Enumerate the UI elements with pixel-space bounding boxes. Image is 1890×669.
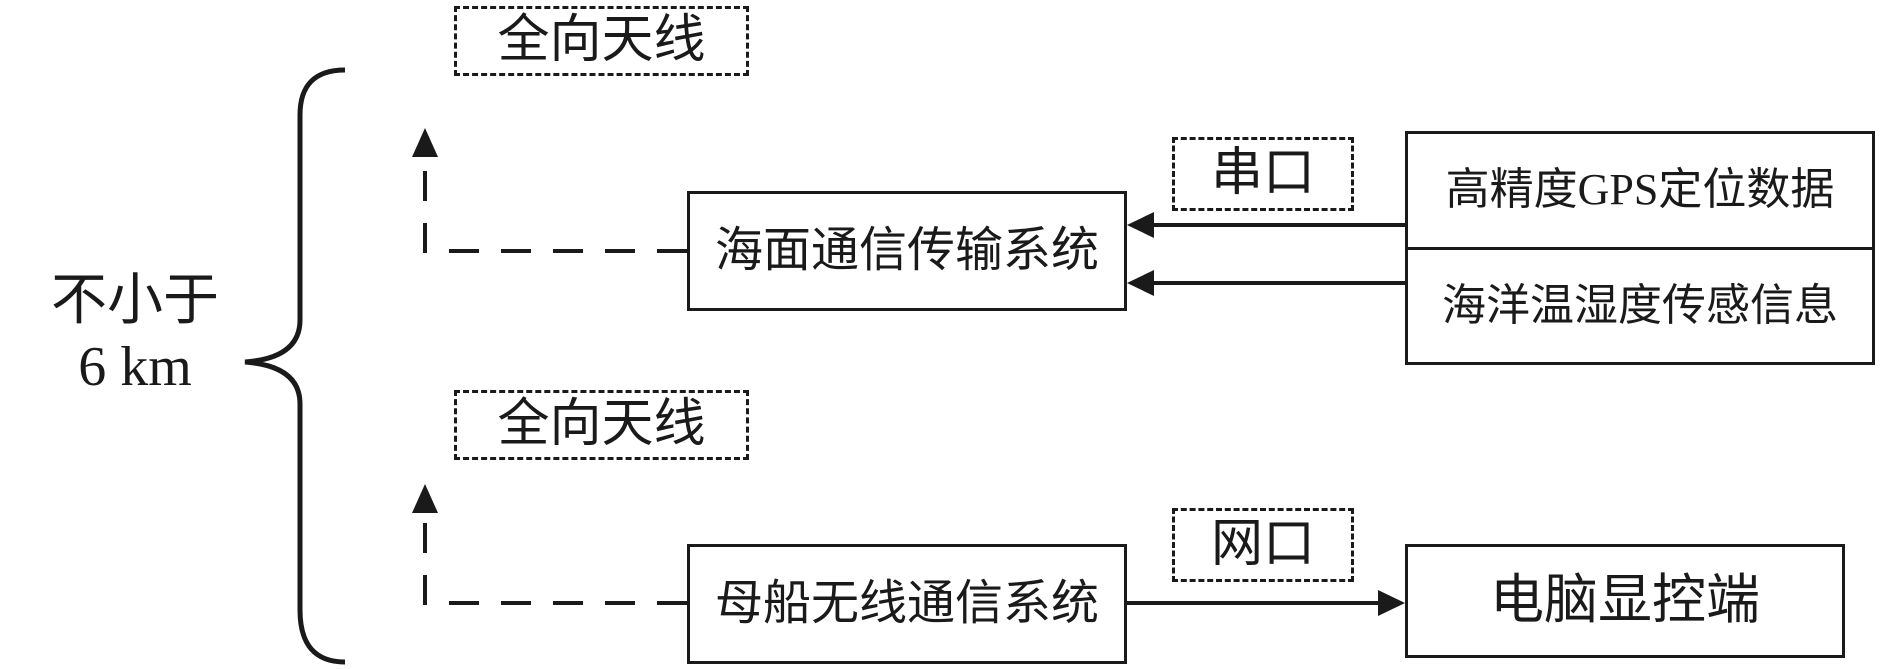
sea-to-antenna-dashed-arrow: [412, 128, 687, 253]
sea-surface-system-box: 海面通信传输系统: [687, 191, 1127, 311]
serial-port-box: 串口: [1172, 137, 1354, 211]
computer-terminal-box: 电脑显控端: [1405, 544, 1845, 658]
ship-to-antenna-dashed-arrow: [412, 484, 687, 605]
distance-label: 不小于 6 km: [10, 268, 260, 400]
right-arrowhead-icon: [1378, 590, 1405, 616]
gps-data-label: 高精度GPS定位数据: [1408, 134, 1872, 250]
sensor-info-arrow: [1127, 270, 1405, 296]
gps-data-arrow: [1127, 212, 1405, 238]
network-port-box: 网口: [1172, 508, 1354, 582]
distance-label-line2: 6 km: [78, 336, 192, 399]
left-arrowhead-icon: [1127, 212, 1154, 238]
up-arrowhead-icon: [412, 128, 438, 157]
left-arrowhead-icon: [1127, 270, 1154, 296]
up-arrowhead-icon: [412, 484, 438, 513]
distance-brace: [244, 67, 346, 665]
data-source-box: 高精度GPS定位数据 海洋温湿度传感信息: [1405, 131, 1875, 365]
ship-wireless-system-box: 母船无线通信系统: [687, 544, 1127, 664]
antenna-top-box: 全向天线: [454, 6, 749, 76]
distance-label-line1: 不小于: [51, 270, 219, 332]
antenna-bottom-box: 全向天线: [454, 390, 749, 460]
sensor-info-label: 海洋温湿度传感信息: [1442, 280, 1838, 330]
ship-to-computer-arrow: [1127, 590, 1405, 616]
